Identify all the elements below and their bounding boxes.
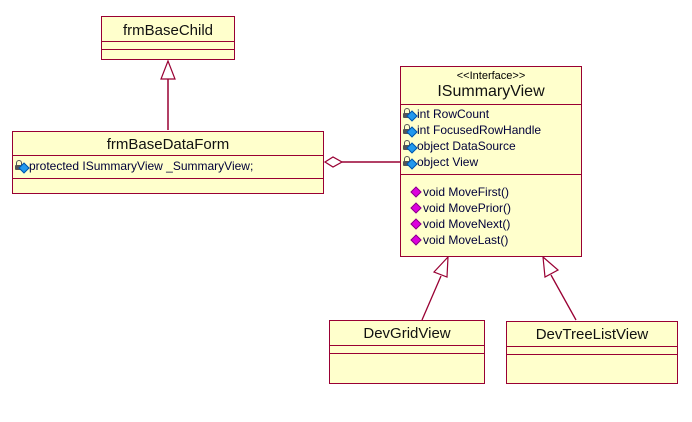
operations-compartment (13, 178, 323, 192)
attribute-text: object View (417, 155, 479, 169)
attribute-item[interactable]: int RowCount (401, 106, 581, 122)
operations-compartment: void MoveFirst() void MovePrior() void M… (401, 174, 581, 248)
attribute-text: protected ISummaryView _SummaryView; (29, 159, 254, 173)
class-frmbasechild[interactable]: frmBaseChild (101, 16, 235, 60)
class-name: DevGridView (363, 325, 451, 342)
realization-arrowhead-devgridview (432, 255, 449, 278)
attribute-text: int FocusedRowHandle (417, 123, 542, 137)
attributes-compartment (330, 345, 484, 353)
public-operation-icon (409, 218, 423, 230)
operation-text: void MoveLast() (423, 233, 509, 247)
generalization-arrowhead (160, 59, 176, 80)
public-operation-icon (409, 234, 423, 246)
class-frmbasedataform[interactable]: frmBaseDataForm protected ISummaryView _… (12, 131, 324, 194)
aggregation-diamond (323, 156, 344, 168)
class-devtreelistview[interactable]: DevTreeListView (506, 321, 678, 384)
attribute-item[interactable]: object View (401, 154, 581, 170)
class-isummaryview[interactable]: <<Interface>> ISummaryView int RowCount … (400, 66, 582, 257)
operation-text: void MovePrior() (423, 201, 512, 215)
attributes-compartment: int RowCount int FocusedRowHandle object… (401, 104, 581, 174)
class-devgridview[interactable]: DevGridView (329, 320, 485, 384)
class-name: frmBaseChild (122, 22, 214, 39)
operations-compartment (330, 353, 484, 383)
realization-line-devgridview (421, 275, 442, 321)
protected-attribute-icon (403, 140, 418, 154)
class-name: ISummaryView (437, 83, 545, 100)
attribute-text: object DataSource (417, 139, 516, 153)
public-operation-icon (409, 186, 423, 198)
attribute-item[interactable]: protected ISummaryView _SummaryView; (13, 158, 323, 174)
operation-text: void MoveFirst() (423, 185, 510, 199)
stereotype-label: <<Interface>> (456, 70, 526, 82)
class-name: frmBaseDataForm (106, 136, 230, 153)
protected-attribute-icon (403, 108, 418, 122)
attributes-compartment (507, 346, 677, 354)
class-name: DevTreeListView (535, 326, 649, 343)
realization-line-devtreelistview (550, 274, 577, 321)
protected-attribute-icon (403, 156, 418, 170)
protected-attribute-icon (403, 124, 418, 138)
operation-item[interactable]: void MoveNext() (407, 216, 581, 232)
attribute-item[interactable]: object DataSource (401, 138, 581, 154)
attributes-compartment (102, 41, 234, 49)
attributes-compartment: protected ISummaryView _SummaryView; (13, 155, 323, 178)
operations-compartment (507, 354, 677, 384)
operation-item[interactable]: void MoveLast() (407, 232, 581, 248)
attribute-text: int RowCount (417, 107, 490, 121)
operation-item[interactable]: void MovePrior() (407, 200, 581, 216)
operation-item[interactable]: void MoveFirst() (407, 184, 581, 200)
attribute-item[interactable]: int FocusedRowHandle (401, 122, 581, 138)
operation-text: void MoveNext() (423, 217, 511, 231)
protected-attribute-icon (15, 160, 30, 174)
realization-arrowhead-devtreelistview (542, 255, 560, 278)
operations-compartment (102, 49, 234, 61)
public-operation-icon (409, 202, 423, 214)
